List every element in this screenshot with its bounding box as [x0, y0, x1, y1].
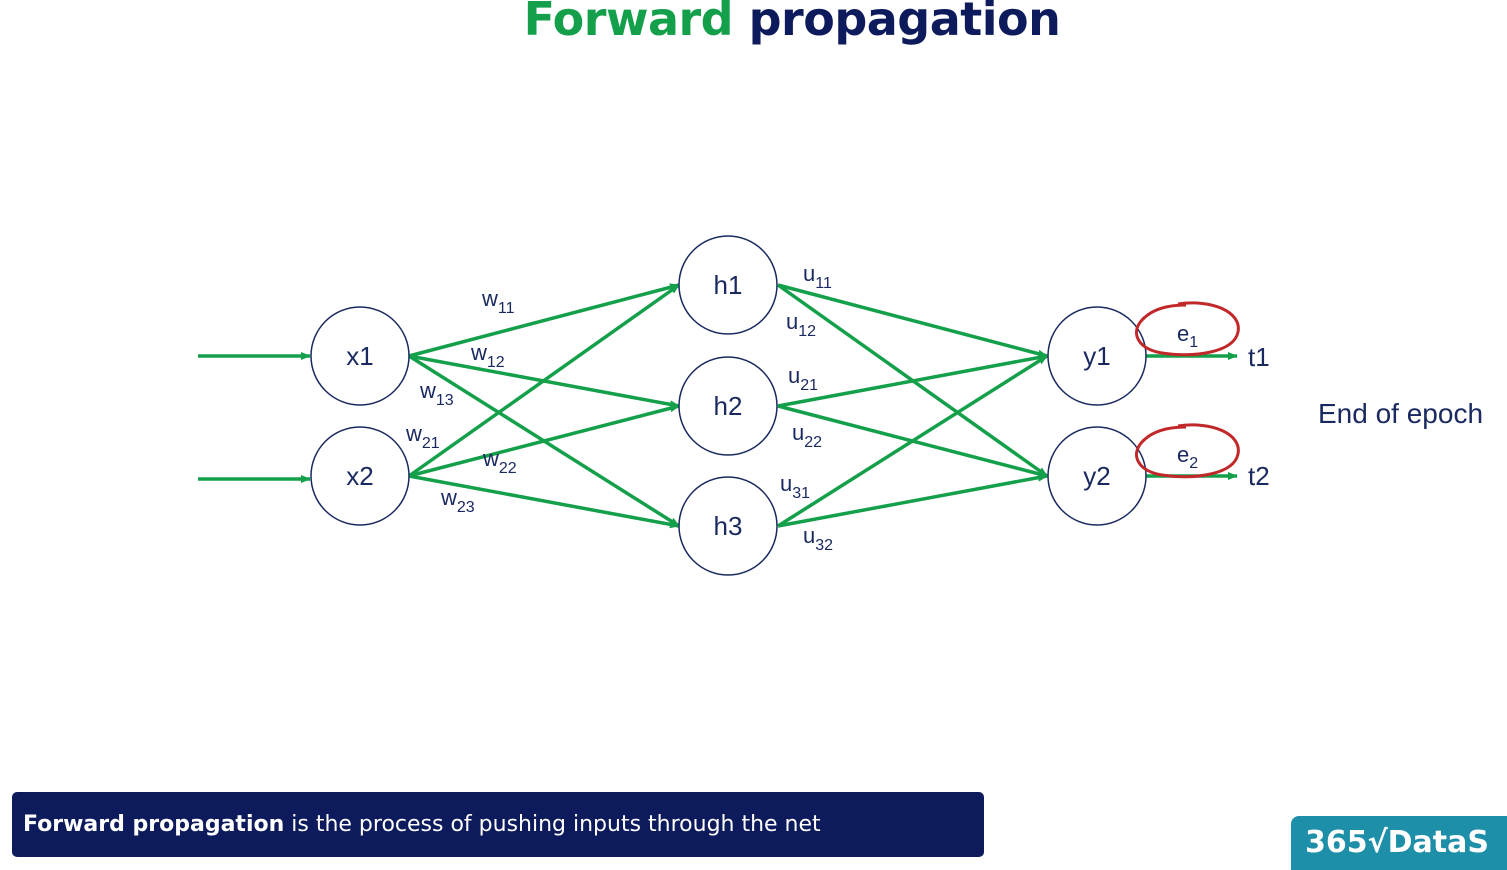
weight-u21: u21: [788, 363, 818, 394]
error-e2-label: e2: [1177, 442, 1198, 472]
error-e2-ring: [1135, 423, 1240, 479]
caption-bold: Forward propagation: [23, 812, 285, 837]
error-e2: e2: [1135, 423, 1240, 479]
error-e1-label: e1: [1177, 321, 1198, 351]
edge-h3-y2: [777, 473, 1048, 528]
node-x1: x1: [310, 306, 410, 406]
node-y1: y1: [1047, 306, 1147, 406]
node-y2: y2: [1047, 426, 1147, 526]
edge-x2-h2: [408, 404, 680, 478]
node-x1-label: x1: [346, 341, 373, 371]
weight-w13: w13: [419, 378, 454, 409]
node-y2-label: y2: [1083, 461, 1110, 491]
edge-x2-h3: [408, 474, 680, 529]
node-h2: h2: [678, 356, 778, 456]
caption-rest: is the process of pushing inputs through…: [284, 812, 821, 837]
weight-u32: u32: [803, 523, 833, 554]
weight-w22: w22: [482, 446, 517, 477]
weight-u22: u22: [792, 420, 822, 451]
weight-w21: w21: [405, 421, 440, 452]
weight-u12: u12: [786, 309, 816, 340]
node-h3: h3: [678, 476, 778, 576]
edge-x1-h1: [408, 283, 680, 358]
weight-u11: u11: [803, 261, 832, 292]
brand-logo: 365√DataS: [1291, 816, 1507, 870]
page-title: Forward propagation: [0, 0, 1507, 46]
edge-h1-y1: [777, 283, 1048, 358]
weight-u31: u31: [780, 471, 810, 502]
target-t2: t2: [1248, 461, 1270, 491]
caption-bar: Forward propagation is the process of pu…: [12, 792, 984, 857]
error-e1: e1: [1135, 301, 1240, 357]
node-y1-label: y1: [1083, 341, 1110, 371]
title-forward: Forward: [523, 0, 734, 46]
node-h3-label: h3: [714, 511, 743, 541]
weight-w23: w23: [440, 485, 475, 516]
target-t1: t1: [1248, 342, 1270, 372]
node-h1-label: h1: [714, 270, 743, 300]
end-of-epoch-note: End of epoch: [1318, 398, 1484, 429]
node-h2-label: h2: [714, 391, 743, 421]
node-x2-label: x2: [346, 461, 373, 491]
weight-w12: w12: [470, 340, 505, 371]
node-h1: h1: [678, 235, 778, 335]
node-x2: x2: [310, 426, 410, 526]
weight-w11: w11: [481, 286, 515, 317]
caption-line: Forward propagation is the process of pu…: [23, 812, 821, 837]
title-propagation: propagation: [748, 0, 1061, 46]
edge-h2-y1: [777, 353, 1048, 408]
edge-x2-h1: [407, 283, 681, 478]
edge-h3-y1: [777, 354, 1048, 528]
error-e1-ring: [1135, 301, 1240, 357]
